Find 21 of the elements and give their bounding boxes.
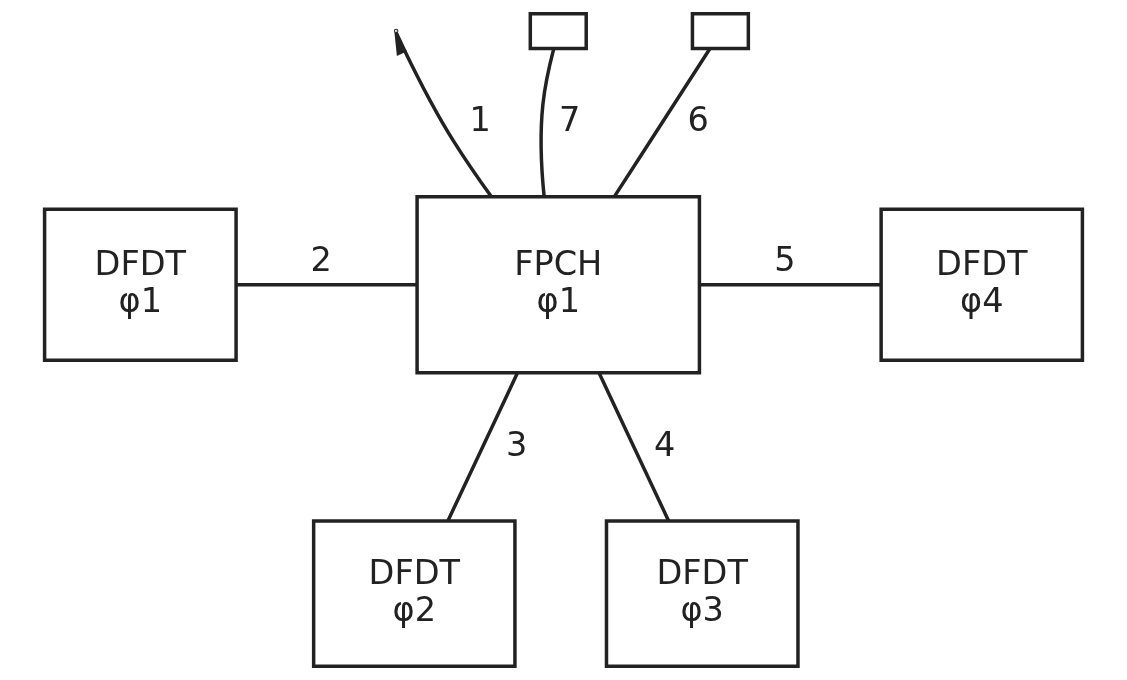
connector [539, 48, 556, 197]
edge-label: 1 [469, 100, 491, 140]
node-box: DFDT φ4 [879, 207, 1085, 362]
node-box: FPCH φ1 [415, 195, 702, 375]
edge-label: 5 [774, 240, 796, 280]
connector [613, 47, 712, 198]
connector [699, 283, 882, 287]
edge-label: 6 [687, 100, 709, 140]
node-box: DFDT φ1 [42, 207, 238, 362]
connector [446, 372, 519, 522]
edge-label: 7 [559, 100, 581, 140]
node-box: DFDT φ2 [311, 519, 517, 669]
edge-label: 4 [654, 424, 676, 464]
arrow [394, 30, 493, 198]
edge-label: 2 [310, 240, 332, 280]
connector [597, 372, 671, 522]
edge-label: 3 [505, 424, 528, 464]
node-box [690, 11, 751, 51]
connector [236, 283, 417, 287]
node-box [528, 11, 588, 51]
node-box: DFDT φ3 [604, 519, 800, 669]
